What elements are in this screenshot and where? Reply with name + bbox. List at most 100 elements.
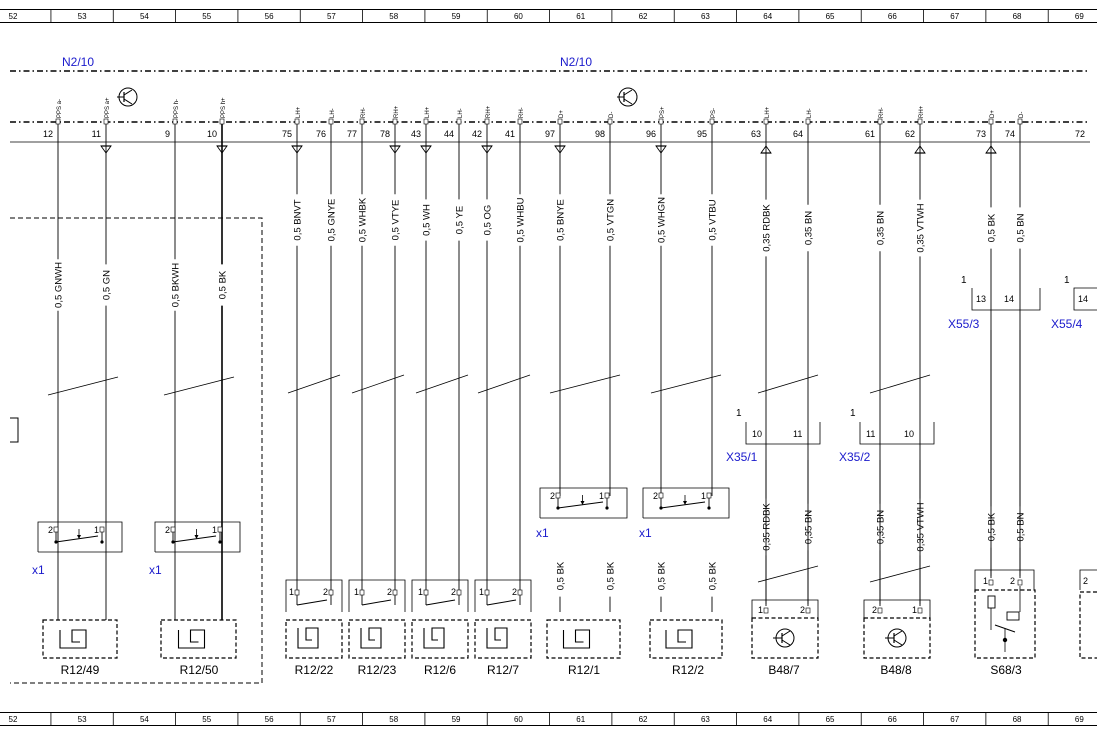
module-label-left: N2/10 xyxy=(62,55,94,69)
wire: 0,5 BKWH xyxy=(171,124,182,620)
pin-number: 61 xyxy=(865,129,875,139)
svg-text:2: 2 xyxy=(800,605,805,615)
connector-x55-4: 1 14 X55/4 xyxy=(1051,275,1097,331)
wire-label: 0,35 BN xyxy=(804,510,815,544)
module-pin: LH-76 xyxy=(316,108,336,139)
transistor-icon xyxy=(117,87,138,107)
pin-name: D- xyxy=(1019,112,1025,118)
wire: 0,5 BK xyxy=(218,124,229,620)
pin-number: 96 xyxy=(646,129,656,139)
pin-name: PS+ xyxy=(660,106,666,118)
shield-line xyxy=(163,376,235,396)
pin-name: RH+ xyxy=(919,105,925,118)
ruler-number: 66 xyxy=(888,12,897,21)
switch-label: x1 xyxy=(536,526,549,540)
pin-number: 43 xyxy=(411,129,421,139)
switch-pin: 2 xyxy=(48,525,53,535)
connector-pin: 11 xyxy=(866,429,875,439)
sensor-box xyxy=(546,619,621,659)
module-pin: RH+42 xyxy=(472,105,493,154)
wire-label: 0,5 BK xyxy=(987,213,998,242)
wire: 0,5 VTYE xyxy=(391,124,402,592)
pin-number: 74 xyxy=(1005,129,1015,139)
wire-label: 0,5 BNYE xyxy=(556,199,567,241)
wire-label: 0,5 WHBU xyxy=(516,197,527,242)
ruler-number: 52 xyxy=(9,715,18,724)
wire: 0,5 GN xyxy=(102,124,113,620)
component-label-r12-7: R12/7 xyxy=(487,663,519,677)
ruler-number: 69 xyxy=(1075,12,1084,21)
wire: 0,5 WHBK xyxy=(358,124,369,592)
wire: 0,5 GNYE xyxy=(327,124,338,592)
wire-lower: 0,5 BK xyxy=(606,561,617,612)
ruler-number: 58 xyxy=(389,715,398,724)
wire-label: 0,5 BK xyxy=(987,512,998,541)
wire-label: 0,5 BNVT xyxy=(293,199,304,240)
ruler-number: 65 xyxy=(826,12,835,21)
connector-pin: 10 xyxy=(752,429,762,439)
module-pin: PS-95 xyxy=(697,108,717,139)
ruler-number: 56 xyxy=(265,715,274,724)
pin-name: RH+ xyxy=(394,105,400,118)
wire-label: 0,35 BN xyxy=(876,211,887,245)
wire-label: 0,5 BKWH xyxy=(171,263,182,307)
wire: 0,5 WH xyxy=(422,124,433,592)
wire: 0,5 GNWH xyxy=(54,124,65,620)
wire-label: 0,35 VTWH xyxy=(916,203,927,252)
wire-label: 0,5 WHGN xyxy=(657,197,668,243)
svg-text:2: 2 xyxy=(872,605,877,615)
wire-label: 0,5 GNWH xyxy=(54,262,65,308)
component-label-r12-50: R12/50 xyxy=(180,663,219,677)
ruler-number: 53 xyxy=(78,12,87,21)
pin-number: 41 xyxy=(505,129,515,139)
svg-text:2: 2 xyxy=(512,587,517,597)
wire: 0,35 BN xyxy=(804,124,815,606)
wire: 0,5 BNYE xyxy=(556,124,567,496)
pin-name: PPS a+ xyxy=(105,97,111,118)
svg-text:2: 2 xyxy=(1010,576,1015,586)
wire-label: 0,5 GN xyxy=(102,270,113,300)
ruler-number: 68 xyxy=(1013,715,1022,724)
component-label-b48-8: B48/8 xyxy=(880,663,912,677)
sensor-icon xyxy=(562,629,591,649)
pin-number: 11 xyxy=(92,129,101,139)
connector-pin: 10 xyxy=(904,429,914,439)
wire-label: 0,5 BK xyxy=(657,561,668,590)
ruler-number: 67 xyxy=(950,12,959,21)
ruler-number: 55 xyxy=(202,12,211,21)
pin-number: 12 xyxy=(43,129,53,139)
switch-pin: 2 xyxy=(165,525,170,535)
sensor-box xyxy=(649,619,723,659)
svg-text:2: 2 xyxy=(1083,576,1088,586)
connector-marker: 1 xyxy=(961,275,967,286)
switch-pin: 1 xyxy=(701,491,706,501)
pin-number: 77 xyxy=(347,129,357,139)
shield-line xyxy=(477,374,531,394)
pin-number: 63 xyxy=(751,129,761,139)
wire-label: 0,5 YE xyxy=(455,206,466,234)
ruler-number: 60 xyxy=(514,12,523,21)
ruler-number: 55 xyxy=(202,715,211,724)
wire: 0,5 BN xyxy=(1016,124,1027,578)
sensor-icon xyxy=(297,627,319,649)
pin-name: PPS a- xyxy=(57,99,63,118)
pin-number: 97 xyxy=(545,129,555,139)
ruler-number: 54 xyxy=(140,715,149,724)
wire: 0,35 RDBK xyxy=(762,124,773,606)
switch-label: x1 xyxy=(639,526,652,540)
ruler-number: 69 xyxy=(1075,715,1084,724)
pin-name: PPS h- xyxy=(174,99,180,118)
wire-label: 0,5 WH xyxy=(422,204,433,236)
ruler-number: 65 xyxy=(826,715,835,724)
pin-name: LH- xyxy=(330,108,336,118)
shield-line xyxy=(650,374,722,394)
wire-label: 0,35 BN xyxy=(804,211,815,245)
ruler-number: 63 xyxy=(701,12,710,21)
pin-number: 44 xyxy=(444,129,454,139)
pin-name: LH- xyxy=(807,108,813,118)
shield-line xyxy=(757,374,819,394)
connector-x55-3: 1 13 14 X55/3 xyxy=(948,275,1041,331)
transistor-icon xyxy=(617,87,638,107)
